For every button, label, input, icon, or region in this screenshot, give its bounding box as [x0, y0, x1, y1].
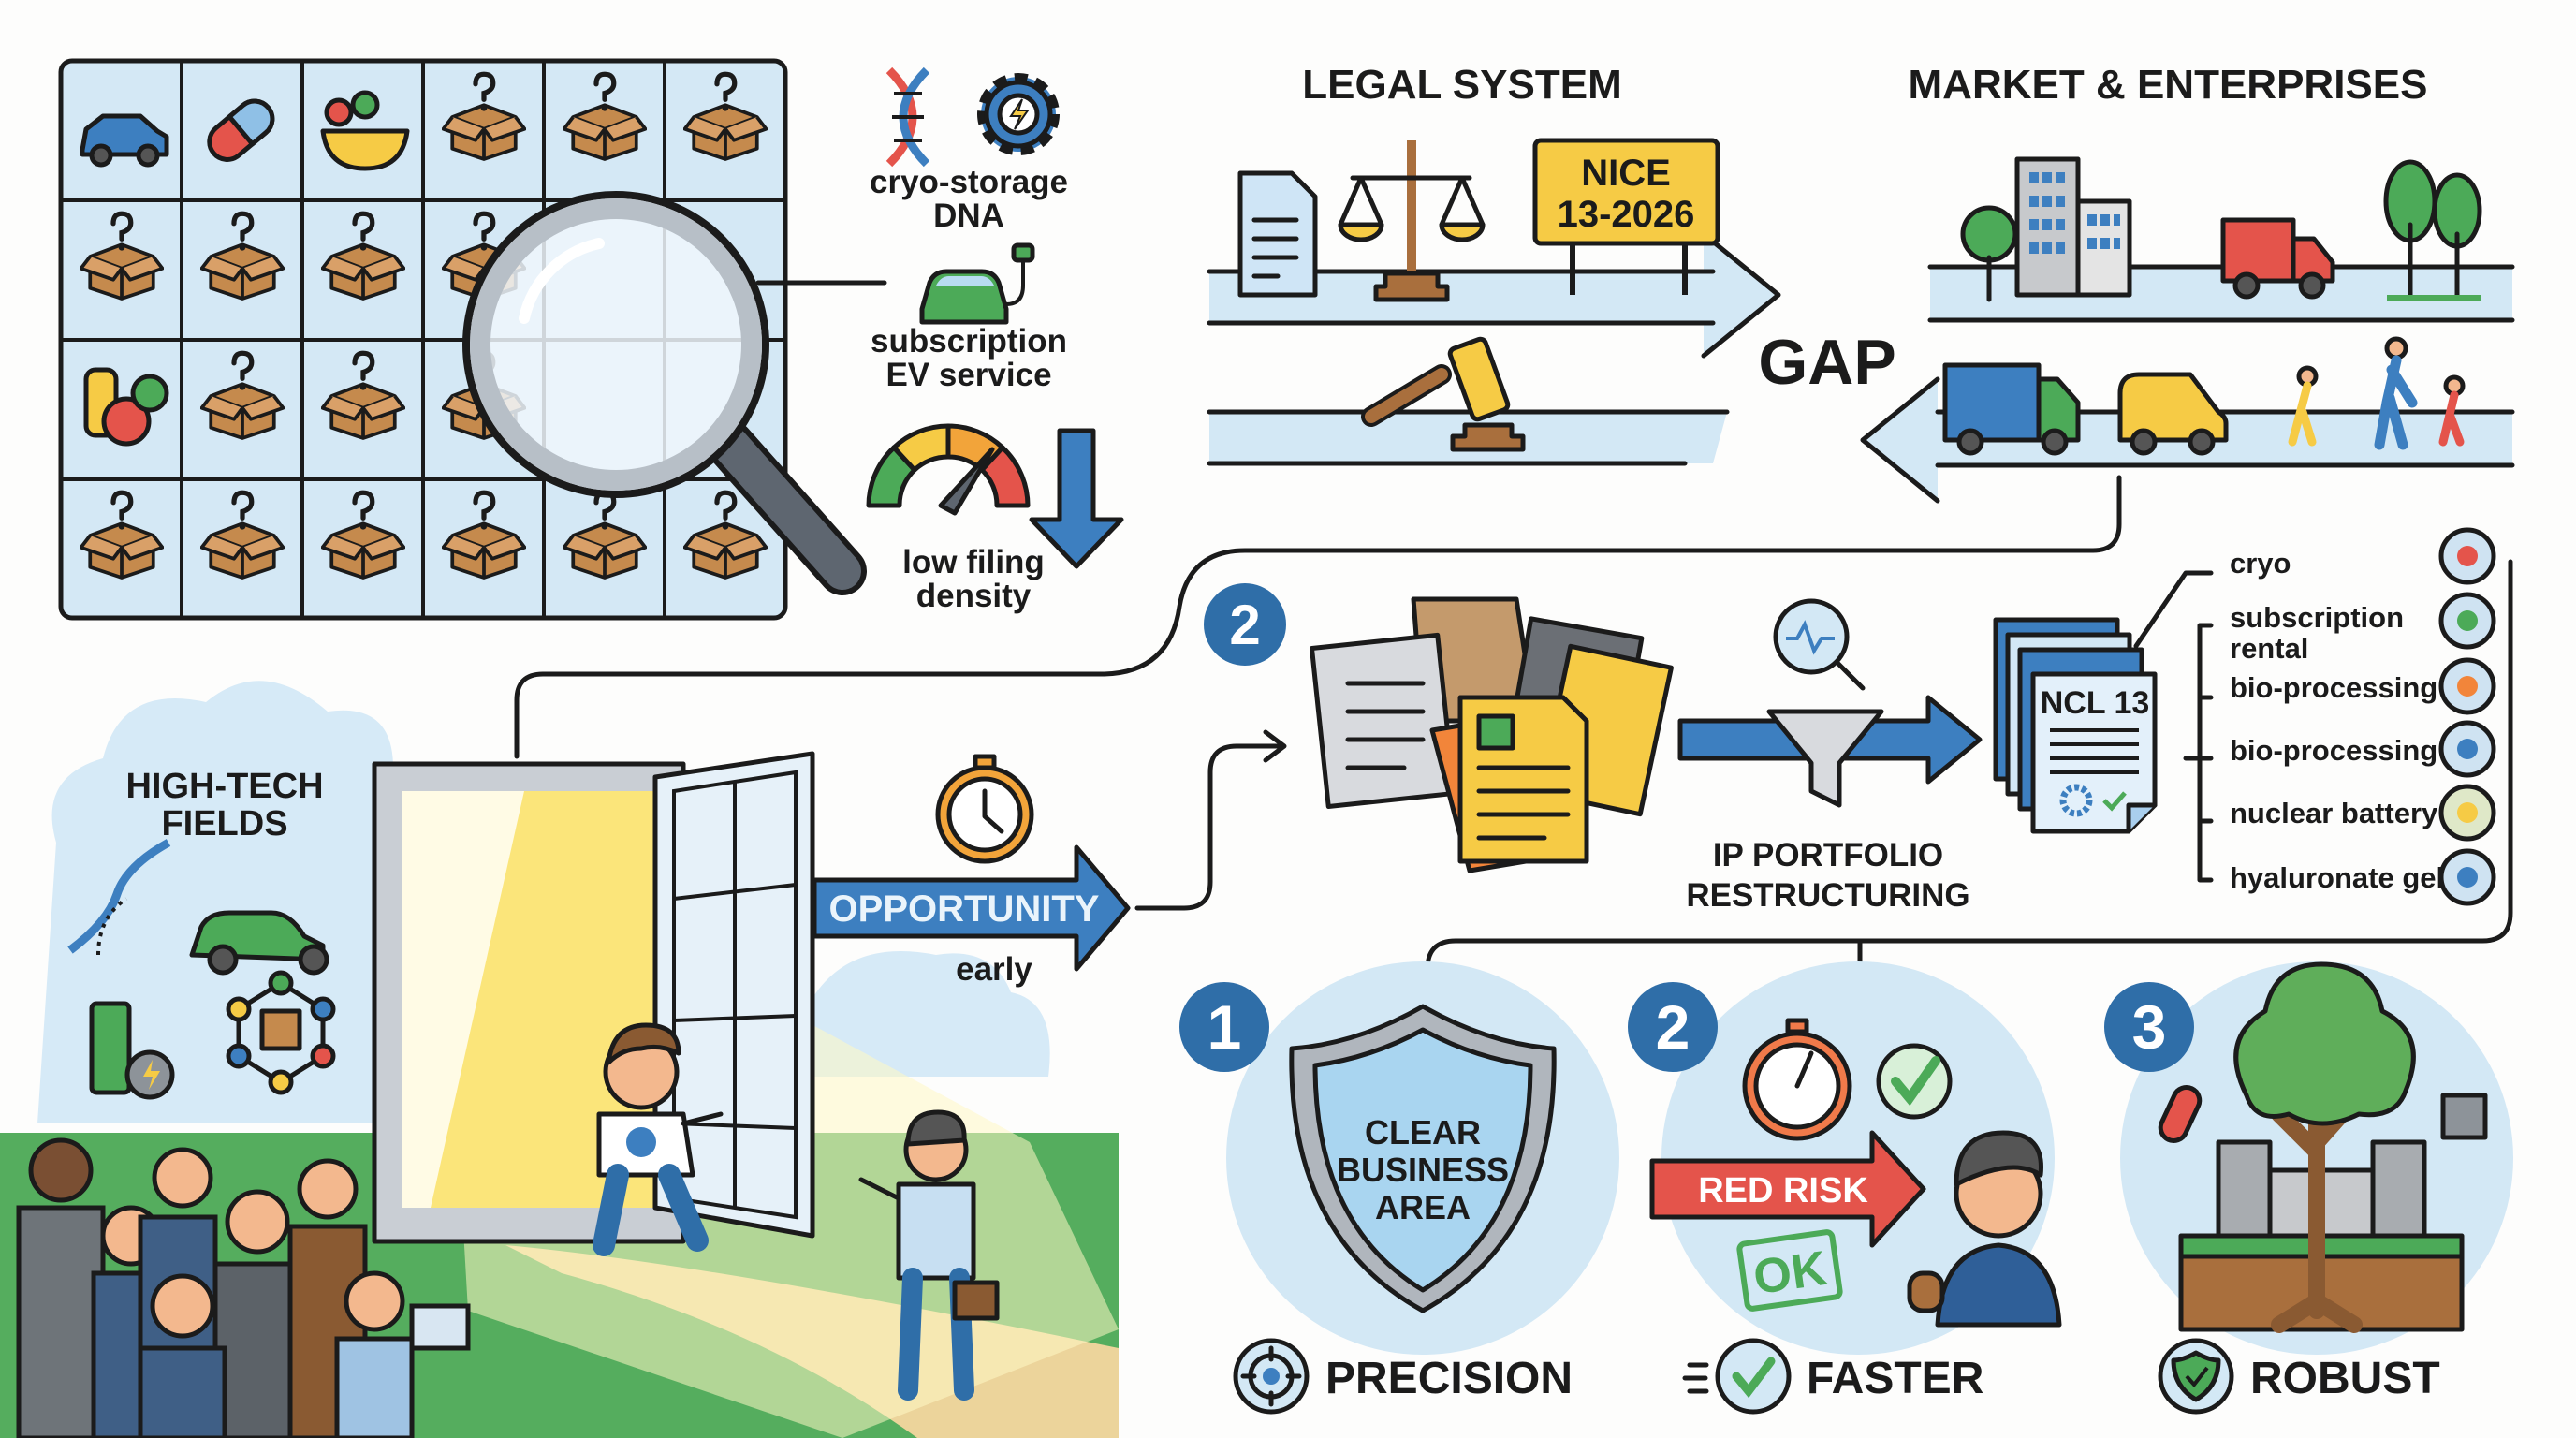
food-icon-glyph [2457, 676, 2478, 697]
callout-label: DNA [933, 198, 1004, 234]
ncl-item-label: rental [2230, 632, 2308, 665]
robust-label: ROBUST [2250, 1354, 2440, 1403]
shield-text: AREA [1375, 1188, 1471, 1226]
sign-line: NICE [1581, 153, 1671, 194]
ncl-item-label: subscription [2230, 601, 2404, 634]
nice-sign: NICE 13-2026 [1532, 138, 1720, 295]
dna-icon [886, 66, 930, 168]
molecule-icon-glyph [2457, 867, 2478, 888]
faster-label: FASTER [1807, 1354, 1983, 1403]
benefit-precision: CLEAR BUSINESS AREA [1226, 961, 1619, 1355]
badge-number: 1 [1208, 992, 1242, 1062]
red-risk-label: RED RISK [1698, 1171, 1868, 1211]
car-icon-glyph [2457, 610, 2478, 631]
gavel-icon [1361, 336, 1526, 452]
ncl-list-item: hyaluronate gel [2230, 848, 2496, 906]
trees-icon [2383, 159, 2482, 301]
pill-cell-icon [207, 98, 275, 162]
red-truck-icon [2220, 217, 2335, 300]
opportunity-connector [1134, 729, 1287, 911]
ncl-doc-label: NCL 13 [2041, 685, 2150, 721]
opportunity-arrow: OPPORTUNITY [812, 844, 1131, 972]
high-tech-fields-label: HIGH-TECH [125, 767, 323, 806]
shield-check-icon [2158, 1338, 2234, 1415]
ncl-list-item: nuclear battery [2230, 784, 2496, 842]
magnifier-icon [462, 191, 867, 595]
office-building-icon [1960, 156, 2132, 302]
scales-of-justice-icon [1338, 140, 1486, 302]
benefit-robust [2120, 961, 2513, 1355]
ncl-item-label: nuclear battery [2230, 797, 2438, 829]
document-icon [1237, 170, 1318, 298]
ev-car-icon [919, 242, 1035, 325]
target-icon [1233, 1338, 1310, 1415]
ncl-item-label: bio-processing [2230, 671, 2437, 704]
gauge-icon [866, 423, 1031, 516]
ncl-list-item: bio-processing [2230, 720, 2496, 778]
dna-icon-glyph [2457, 546, 2478, 566]
gap-label: GAP [1758, 327, 1895, 398]
car-cell-icon [80, 113, 169, 168]
pedestrians-icon [2288, 336, 2466, 450]
fast-check-icon [1682, 1338, 1792, 1415]
callout-label: density [916, 578, 1032, 614]
callout-label: subscription [871, 323, 1067, 360]
gear-lightning-icon [977, 73, 1060, 155]
filter-process-icon [1677, 598, 1983, 808]
food-bowl-cell-icon [320, 90, 410, 171]
sign-line: 13-2026 [1558, 194, 1695, 235]
down-arrow-icon [1029, 428, 1124, 569]
ncl-list-item: bio-processing [2230, 657, 2496, 715]
blue-truck-icon [1942, 362, 2081, 456]
step-2-badge: 2 [1204, 583, 1286, 666]
ok-stamp-label: OK [1750, 1241, 1831, 1305]
yellow-van-icon [2117, 372, 2229, 456]
precision-label: PRECISION [1325, 1354, 1573, 1403]
ip-portfolio-title: RESTRUCTURING [1686, 877, 1969, 914]
atom-icon-glyph [2457, 739, 2478, 759]
open-door-icon [372, 751, 815, 1244]
callout-label: EV service [886, 357, 1051, 393]
step-number: 2 [1229, 594, 1260, 656]
number-badges: 1 2 3 [1179, 982, 2194, 1072]
ncl-documents-icon: NCL 13 [1993, 617, 2158, 834]
ncl-item-label: bio-processing [2230, 734, 2437, 767]
vegetables-cell-icon [83, 367, 169, 447]
market-enterprises-title: MARKET & ENTERPRISES [1909, 62, 2428, 108]
benefit-faster: RED RISK OK [1649, 961, 2062, 1355]
person-walking-through-door [593, 1022, 724, 1256]
person-with-briefcase [858, 1109, 1000, 1401]
badge-number: 2 [1656, 992, 1690, 1062]
ncl-item-label: hyaluronate gel [2230, 861, 2444, 894]
early-label: early [956, 951, 1032, 988]
crowd-of-people [16, 1137, 471, 1438]
ncl-list-item: cryo [2230, 527, 2496, 585]
shield-text: BUSINESS [1337, 1151, 1509, 1189]
legal-system-title: LEGAL SYSTEM [1302, 62, 1621, 108]
ncl-class-list [2133, 570, 2214, 883]
messy-documents-icon [1309, 596, 1674, 873]
ip-portfolio-title: IP PORTFOLIO [1713, 837, 1943, 873]
badge-number: 3 [2132, 992, 2167, 1062]
shield-text: CLEAR [1365, 1113, 1481, 1152]
opportunity-label: OPPORTUNITY [829, 888, 1100, 930]
radiation-icon-glyph [2457, 802, 2478, 823]
flow-connector [514, 475, 2122, 759]
high-tech-icons [67, 839, 336, 1100]
callout-label: cryo-storage [870, 164, 1068, 200]
stopwatch-icon [935, 754, 1034, 864]
callout-label: low filing [902, 544, 1045, 580]
high-tech-fields-label: FIELDS [161, 804, 287, 844]
ncl-item-label: cryo [2230, 547, 2291, 580]
